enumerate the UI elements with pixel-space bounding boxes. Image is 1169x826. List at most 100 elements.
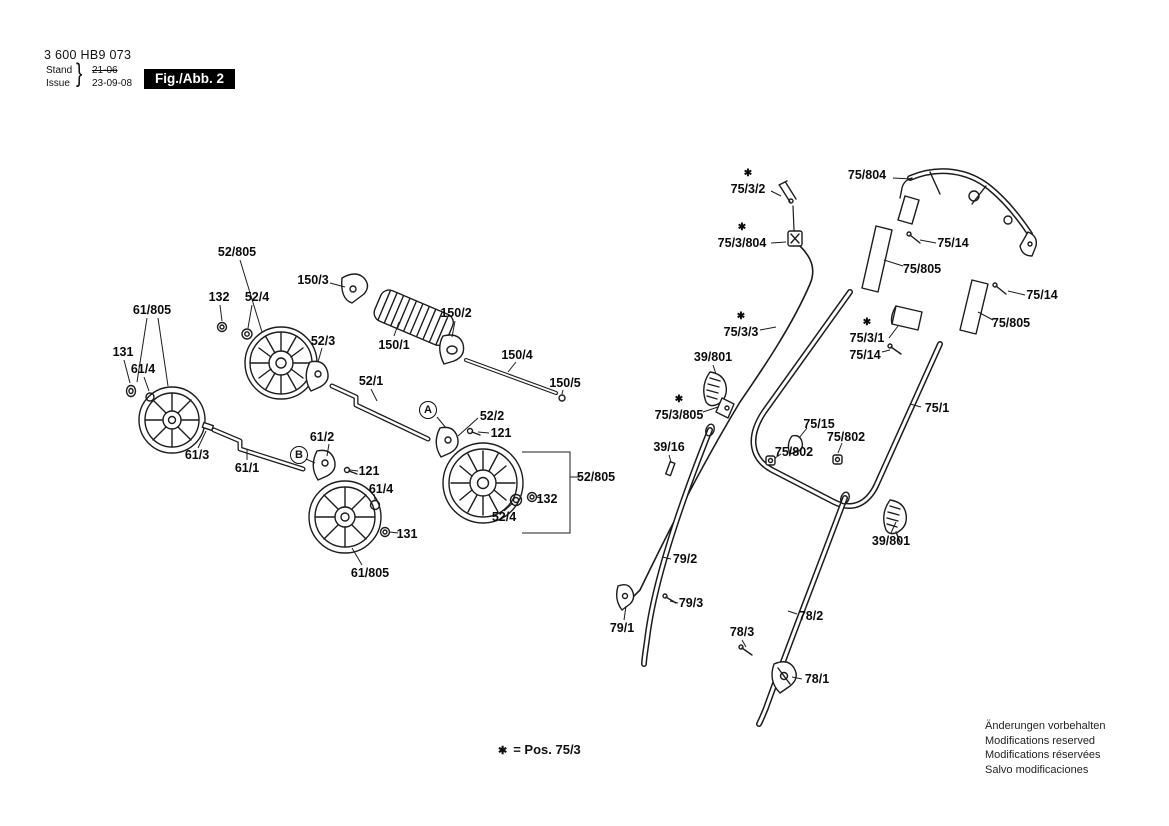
part-label-text: 131: [112, 345, 134, 359]
stand-label: Stand: [46, 65, 73, 76]
part-label-text: 52/3: [310, 334, 336, 348]
part-label-text: 121: [490, 426, 512, 440]
issue-label: Issue: [46, 78, 70, 89]
issue-value: 23-09-08: [92, 78, 133, 89]
part-label-text: 75/14: [849, 348, 881, 362]
disclaimer-line: Modifications reserved: [985, 734, 1096, 747]
part-label: 150/3: [297, 273, 328, 287]
part-label: 121: [359, 464, 380, 478]
part-label: 52/3: [311, 334, 335, 348]
part-label: 78/1: [805, 672, 829, 686]
part-label: 75/804: [848, 168, 886, 182]
disclaimer-line: Salvo modificaciones: [985, 763, 1089, 776]
part-label: 52/4: [492, 510, 516, 524]
legend-note-text: = Pos. 75/3: [513, 742, 581, 757]
part-label-text: 75/14: [937, 236, 969, 250]
part-label: 79/3: [679, 596, 703, 610]
part-label: 131: [113, 345, 134, 359]
part-label: 61/4: [131, 362, 155, 376]
part-label-text: 75/802: [774, 445, 814, 459]
part-label-text: 61/4: [130, 362, 156, 376]
part-label-text: 131: [396, 527, 418, 541]
revision-block: Stand 21-06 Issue 23-09-08: [46, 64, 132, 90]
figure-badge: Fig./Abb. 2: [144, 69, 235, 89]
part-label: 150/1: [378, 338, 409, 352]
part-label-text: 61/805: [132, 303, 172, 317]
part-label-text: 75/3/3: [723, 325, 759, 339]
part-label: 78/3: [730, 625, 754, 639]
part-label: 75/802: [827, 430, 865, 444]
legend-note: ✱ = Pos. 75/3: [498, 742, 581, 757]
part-label: 75/15: [803, 417, 834, 431]
part-label-text: 75/1: [924, 401, 950, 415]
part-label: 75/802: [775, 445, 813, 459]
part-label: 52/805: [577, 470, 615, 484]
part-label-text: 75/805: [902, 262, 942, 276]
part-label-text: 75/805: [991, 316, 1031, 330]
part-label-text: 75/3/805: [654, 408, 704, 422]
part-label-text: 132: [536, 492, 558, 506]
part-label: ✱ 75/3/3: [723, 311, 759, 339]
part-label-text: 150/5: [549, 376, 581, 390]
pos-75-3-star: ✱: [737, 222, 747, 233]
part-label: 52/1: [359, 374, 383, 388]
part-label: 75/14: [937, 236, 968, 250]
part-label-text: 150/1: [378, 338, 410, 352]
part-label: 150/2: [440, 306, 471, 320]
part-label-text: 75/3/1: [849, 331, 885, 345]
revision-brace: }: [76, 60, 83, 89]
part-label: 131: [397, 527, 418, 541]
part-label-text: 150/3: [297, 273, 329, 287]
pos-75-3-star: ✱: [674, 394, 684, 405]
part-label-text: 79/3: [678, 596, 704, 610]
disclaimer-line: Änderungen vorbehalten: [985, 720, 1106, 732]
part-label: 79/2: [673, 552, 697, 566]
pos-75-3-star: ✱: [498, 745, 508, 757]
part-label-text: 61/4: [368, 482, 394, 496]
part-label: 39/16: [653, 440, 684, 454]
part-label-text: 75/14: [1026, 288, 1058, 302]
part-label: 75/1: [925, 401, 949, 415]
part-label-text: 75/3/2: [730, 182, 766, 196]
part-label: 52/2: [480, 409, 504, 423]
part-label: 132: [209, 290, 230, 304]
part-label-text: 150/4: [501, 348, 533, 362]
pos-75-3-star: ✱: [862, 317, 872, 328]
part-label-text: 52/4: [491, 510, 517, 524]
part-label: 121: [491, 426, 512, 440]
part-label-text: 61/2: [309, 430, 335, 444]
part-label-text: 132: [208, 290, 230, 304]
part-label: 78/2: [799, 609, 823, 623]
stand-value: 21-06: [92, 65, 118, 76]
part-label: 61/4: [369, 482, 393, 496]
part-label-text: 78/2: [798, 609, 824, 623]
part-label: 75/14: [849, 348, 880, 362]
disclaimer-line: Modifications réservées: [985, 749, 1101, 761]
part-label-text: 79/2: [672, 552, 698, 566]
part-label-text: 52/805: [217, 245, 257, 259]
part-label: 39/801: [694, 350, 732, 364]
part-label-text: 52/4: [244, 290, 270, 304]
part-label: 52/805: [218, 245, 256, 259]
part-label: 61/3: [185, 448, 209, 462]
part-label-text: 61/1: [234, 461, 260, 475]
part-label: 39/801: [872, 534, 910, 548]
part-label-text: 121: [358, 464, 380, 478]
part-label: 150/5: [549, 376, 580, 390]
part-label: 132: [537, 492, 558, 506]
part-label-text: 39/801: [871, 534, 911, 548]
pos-75-3-star: ✱: [736, 311, 746, 322]
part-label: 75/14: [1026, 288, 1057, 302]
callout-a: A: [419, 401, 437, 419]
part-label: 150/4: [501, 348, 532, 362]
part-label-text: 75/15: [803, 417, 835, 431]
part-label-text: 52/2: [479, 409, 505, 423]
pos-75-3-star: ✱: [743, 168, 753, 179]
part-label: ✱75/3/804: [718, 222, 767, 250]
callout-b: B: [290, 446, 308, 464]
part-label: ✱ 75/3/805: [654, 394, 704, 422]
part-label: 52/4: [245, 290, 269, 304]
part-label-text: 75/804: [847, 168, 887, 182]
